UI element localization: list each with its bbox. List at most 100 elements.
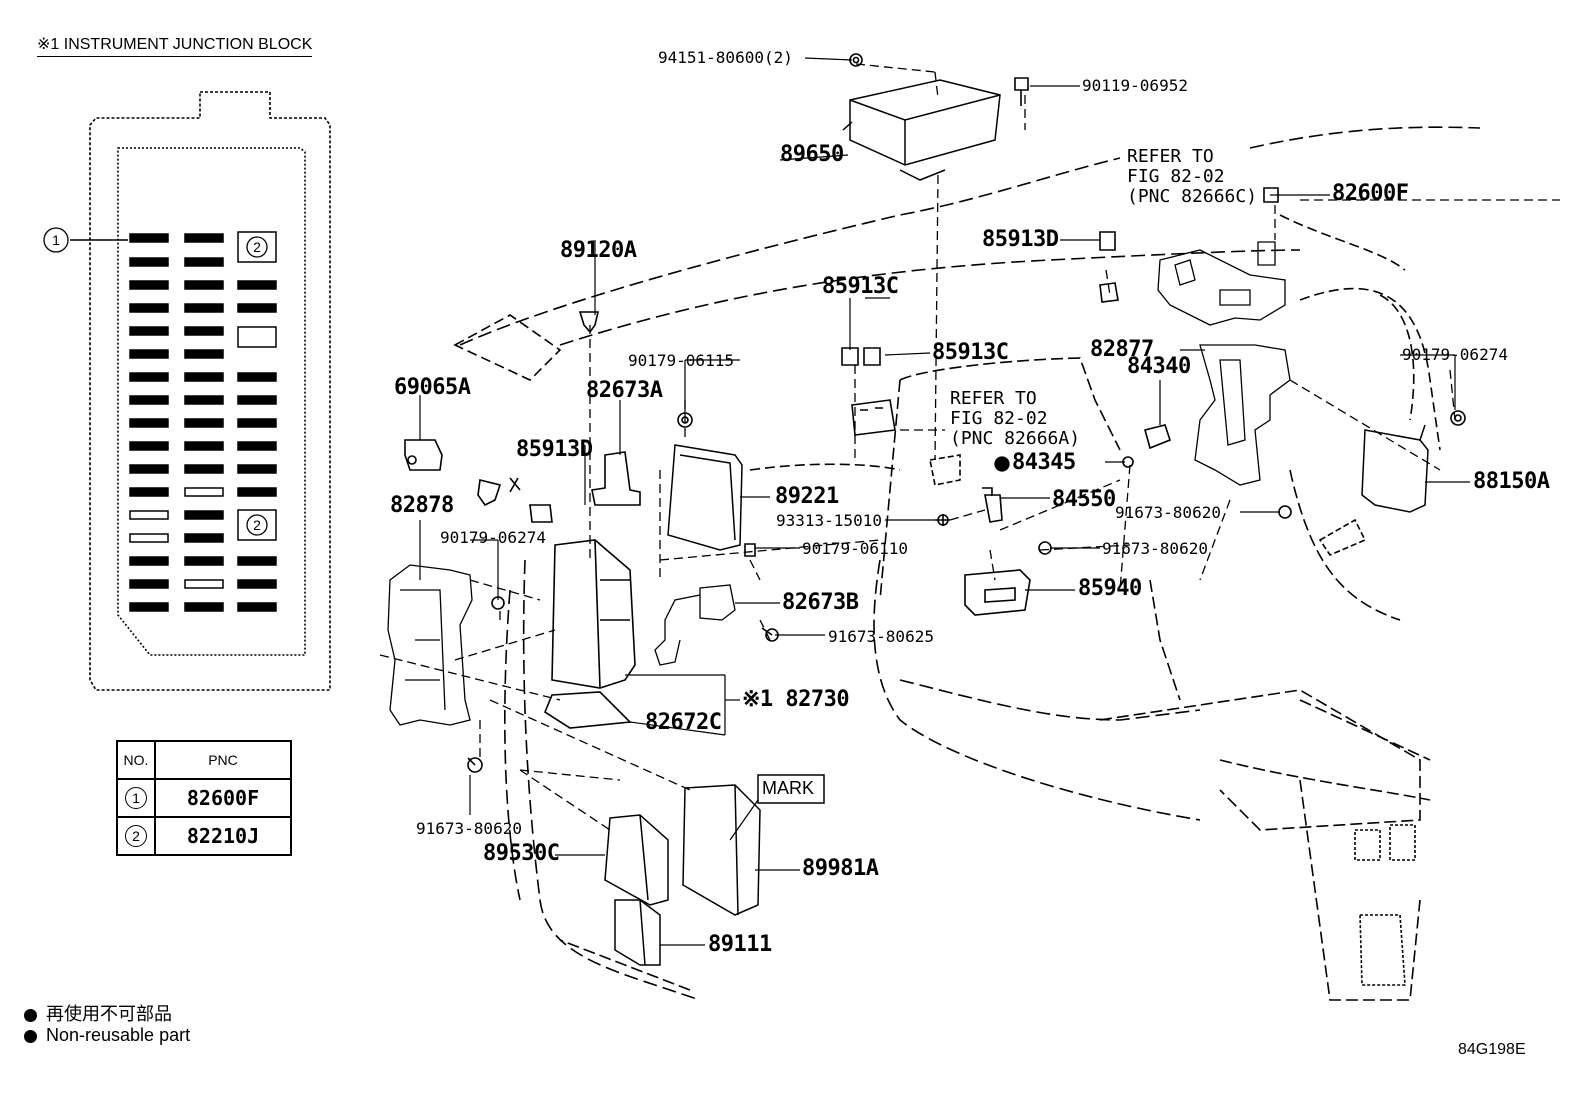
label-82673B: 82673B [782,590,859,615]
label-90179-06274-left: 90179-06274 [440,528,546,547]
part-85913D-relay-top [1099,231,1119,303]
console-left-edge [522,559,701,1001]
refer2-line1: REFER TO [950,388,1037,409]
part-89120A-clip [578,311,600,334]
label-94151-80600: 94151-80600(2) [658,48,793,67]
part-82878-bracket [387,564,473,726]
part-89981A-module [682,784,761,916]
label-88150A: 88150A [1473,469,1550,494]
part-91673-80620-bolt-left [467,757,483,773]
part-85913D-relay-left [529,504,553,523]
table-row: 2 82210J [116,816,292,856]
label-93313-15010: 93313-15010 [776,511,882,530]
label-85913C-b: 85913C [932,340,1009,365]
part-90179-06115-nut [677,412,693,428]
label-69065A: 69065A [394,375,471,400]
part-89221-module [667,444,743,551]
fuse-marker-2b: 2 [253,517,261,533]
label-90179-06274-right: 90179-06274 [1402,345,1508,364]
label-91673-80625: 91673-80625 [828,627,934,646]
label-89221: 89221 [775,484,839,509]
bullet-icon [24,1008,37,1022]
part-82672C-cover [544,691,632,729]
legend-jp: 再使用不可部品 [24,1000,172,1026]
row-pnc: 82210J [154,816,292,856]
refer1-line1: REFER TO [1127,146,1214,167]
dashboard-top-line [459,157,1121,346]
label-89530C: 89530C [483,841,560,866]
part-90119-bolt [1014,77,1029,106]
part-91673-80620-bolt-mid [1038,541,1052,555]
part-89650-ecu [842,79,1001,181]
label-84340: 84340 [1127,354,1191,379]
row-number: 2 [125,825,147,847]
label-82672C: 82672C [645,710,722,735]
label-89650: 89650 [780,142,844,167]
figure-id: 84G198E [1458,1041,1526,1058]
pnc-table: NO. PNC 1 82600F 2 82210J [116,740,292,856]
label-85913C-a: 85913C [822,274,899,299]
part-90179-06110-nut [744,543,756,557]
label-90119-06952: 90119-06952 [1082,76,1188,95]
part-85913C-relays [841,347,896,436]
part-82730-junction-block [551,539,636,689]
label-82730: ※1 82730 [742,687,850,712]
label-89120A: 89120A [560,238,637,263]
part-88150A-module [1361,424,1429,513]
part-91673-80620-bolt-right [1278,505,1292,519]
table-header-no: NO. [116,740,156,780]
part-84340-switch [1144,424,1171,450]
table-row: 1 82600F [116,778,292,818]
part-89530C-module [604,814,669,906]
part-91673-80625-bolt [761,627,779,642]
label-82878: 82878 [390,493,454,518]
table-header-pnc: PNC [154,740,292,780]
label-89111: 89111 [708,932,772,957]
fuse-marker-1: 1 [52,232,60,248]
label-82673A: 82673A [586,378,663,403]
part-brackets-left [477,477,521,507]
part-69065A-bracket [404,439,443,471]
part-90179-06274-nut-left [491,596,505,610]
label-89981A: 89981A [802,856,879,881]
label-91673-80620-left: 91673-80620 [416,819,522,838]
junction-block-outline [89,91,331,691]
label-85913D-left: 85913D [516,437,593,462]
part-93313-screw [935,514,950,526]
row-pnc: 82600F [154,778,292,818]
part-84345-clip [1122,456,1134,468]
label-90179-06115: 90179-06115 [628,351,734,370]
refer1-line3: (PNC 82666C) [1127,186,1258,207]
junction-block-title: ※1 INSTRUMENT JUNCTION BLOCK [37,34,313,57]
junction-block-inner [117,147,306,656]
part-84550-sensor [982,487,1003,523]
part-89111-module [614,899,661,966]
part-94151-nut [849,53,863,67]
part-90179-06274-nut-right [1450,410,1466,426]
label-91673-80620-mid: 91673-80620 [1102,539,1208,558]
legend-jp-text: 再使用不可部品 [46,1004,172,1024]
part-82600F-relay [1263,187,1279,203]
part-82673B-connector-bracket [654,584,736,666]
label-85940: 85940 [1078,576,1142,601]
legend-en: Non-reusable part [24,1025,190,1046]
row-number: 1 [125,787,147,809]
bullet-icon [24,1029,37,1043]
mark-box [757,774,825,804]
legend-en-text: Non-reusable part [46,1025,191,1045]
label-82877: 82877 [1090,337,1154,362]
label-91673-80620-right: 91673-80620 [1115,503,1221,522]
label-90179-06110: 90179-06110 [802,539,908,558]
refer2-line3: (PNC 82666A) [950,428,1081,449]
refer1-line2: FIG 82-02 [1127,166,1225,187]
mark-label: MARK [762,778,815,798]
label-84345: 84345 [1012,450,1076,475]
label-84550: 84550 [1052,487,1116,512]
label-82600F: 82600F [1332,181,1409,206]
part-85940-relay [964,569,1031,616]
part-82673A-bracket [591,451,641,506]
part-bracket-82666C [1157,241,1286,326]
part-82877-bracket [1194,344,1291,486]
label-85913D-top: 85913D [982,227,1059,252]
